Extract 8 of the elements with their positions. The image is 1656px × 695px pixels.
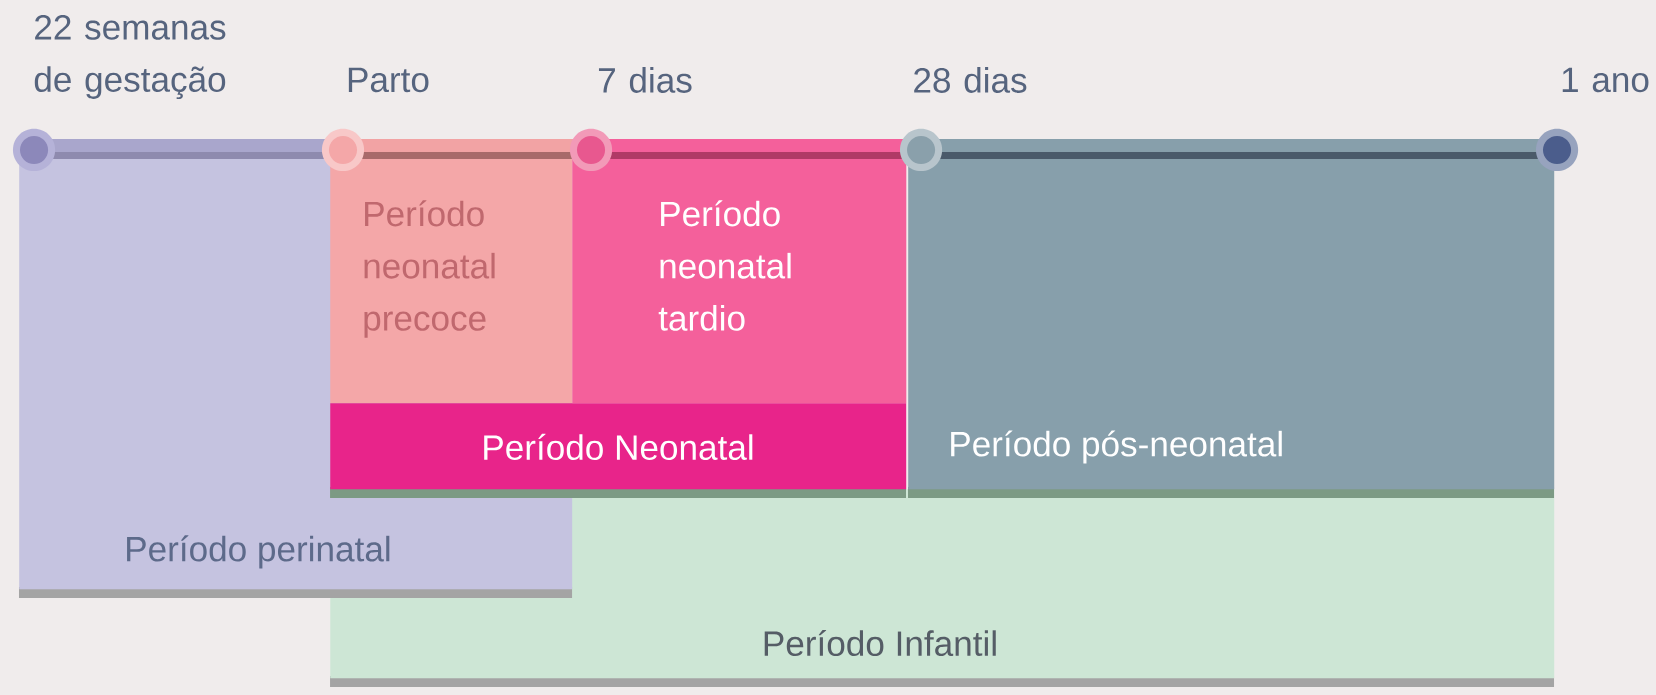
timeline-label: 28 dias <box>914 67 1027 93</box>
timeline-label: 1 ano <box>1562 67 1649 93</box>
timeline-label: 7 dias <box>598 67 692 93</box>
period-box: Período pós-neonatal <box>908 158 1555 498</box>
timeline-label: 22 semanas de gestação <box>34 14 226 100</box>
period-box: Período neonatal precoce <box>330 158 573 404</box>
timeline-label: Parto <box>348 67 429 93</box>
period-box: Período Neonatal <box>330 403 907 498</box>
